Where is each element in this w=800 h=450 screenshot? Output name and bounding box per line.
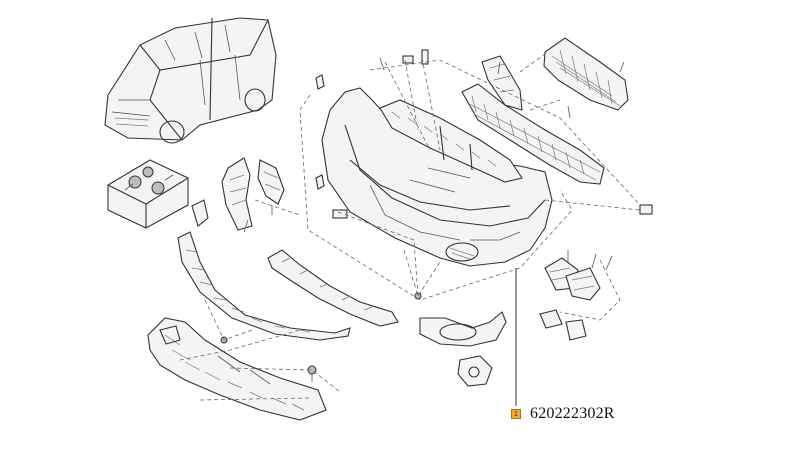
lower-absorber — [147, 317, 327, 421]
vehicle-thumbnail — [104, 17, 277, 144]
right-side-brackets — [539, 250, 613, 341]
upper-absorber-beam — [379, 99, 523, 183]
part-callout[interactable]: 1 620222302R — [511, 403, 615, 425]
side-bracket-left — [191, 157, 285, 233]
assembly-leader-lines — [179, 51, 641, 401]
middle-trim-strip — [267, 249, 399, 327]
upper-mesh-grille — [481, 37, 629, 111]
lower-spoiler-strip — [177, 231, 351, 341]
part-number-label: 620222302R — [530, 405, 615, 422]
fog-light-bezel — [419, 311, 507, 387]
lower-grille — [461, 83, 605, 185]
front-bumper-cover — [321, 87, 553, 267]
part-number-badge: 1 — [511, 409, 521, 419]
fastener-kit-box — [107, 159, 189, 229]
fasteners — [220, 49, 653, 344]
